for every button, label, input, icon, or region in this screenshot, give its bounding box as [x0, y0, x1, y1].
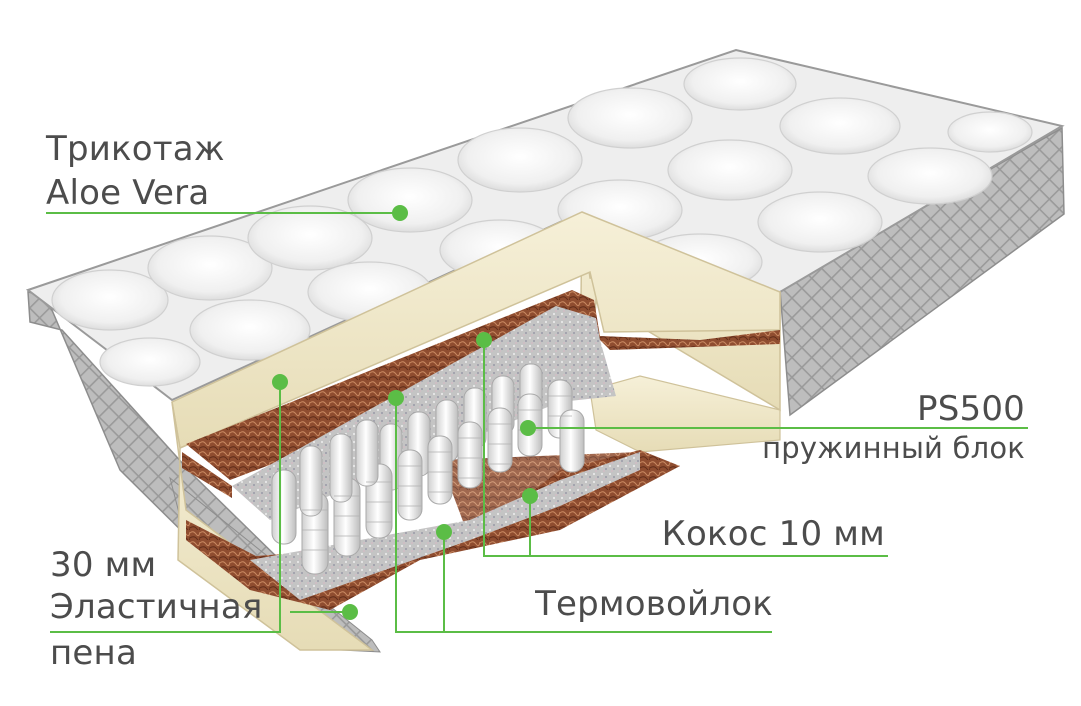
dot-felt-bottom — [436, 524, 452, 540]
label-knit-subtitle: Aloe Vera — [46, 173, 210, 213]
label-felt: Термовойлок — [535, 584, 773, 624]
label-spring-title: PS500 — [917, 389, 1025, 429]
spring-block — [271, 363, 585, 575]
quilt-puffs — [51, 57, 1033, 387]
dot-foam-top — [272, 374, 288, 390]
label-foam-thickness: 30 мм — [50, 545, 157, 585]
dot-knit — [392, 205, 408, 221]
dot-springs — [520, 420, 536, 436]
dot-foam-bottom — [342, 604, 358, 620]
dot-felt-top — [388, 390, 404, 406]
leader-felt — [395, 398, 772, 633]
foam-top-slab — [171, 211, 781, 450]
dot-coconut-top — [476, 332, 492, 348]
foam-right-riser — [589, 375, 781, 453]
label-foam-subtitle: пена — [50, 633, 138, 673]
leader-foam — [50, 382, 281, 633]
label-spring-subtitle: пружинный блок — [762, 431, 1025, 465]
spring-coil-lines — [302, 395, 572, 551]
leader-lines — [46, 212, 1028, 633]
dot-coconut-bottom — [522, 488, 538, 504]
leader-dots — [272, 205, 538, 620]
leader-coconut — [483, 340, 888, 557]
foam-front-wall — [171, 401, 375, 651]
label-foam-title: Эластичная — [50, 587, 263, 627]
label-coconut: Кокос 10 мм — [661, 514, 885, 554]
label-knit-title: Трикотаж — [46, 129, 225, 169]
coconut-side-layer — [182, 452, 232, 498]
